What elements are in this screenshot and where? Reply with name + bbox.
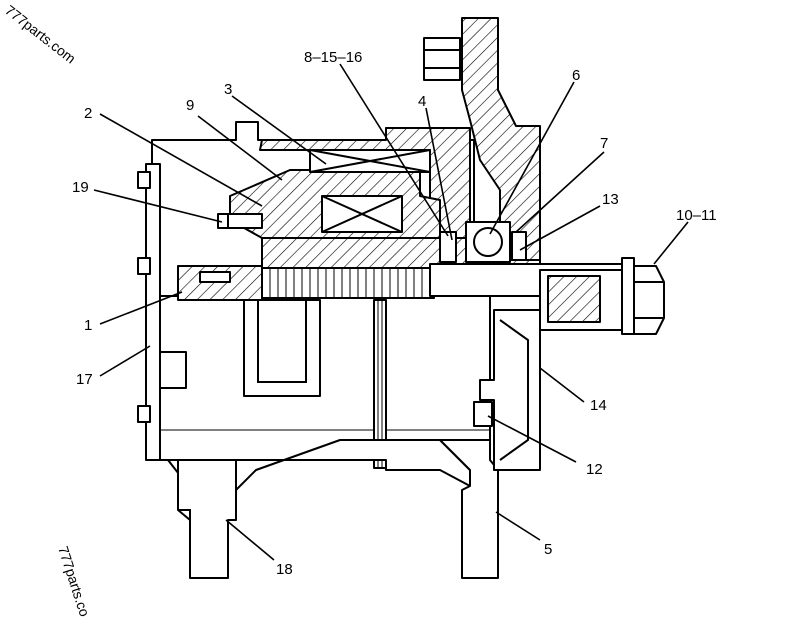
right-mounting-foot (439, 439, 499, 579)
watermark-top: 777parts.com (2, 2, 79, 67)
callout-3: 3 (224, 81, 232, 98)
callout-9: 9 (186, 97, 194, 114)
callout-5: 5 (544, 541, 552, 558)
callout-10-11: 10–11 (676, 207, 717, 224)
watermark-bottom: 777parts.co (55, 544, 93, 619)
callout-18: 18 (276, 561, 293, 578)
frame-bolts (137, 171, 151, 423)
callout-2: 2 (84, 105, 92, 122)
callout-19: 19 (72, 179, 89, 196)
callout-7: 7 (600, 135, 608, 152)
callout-4: 4 (418, 93, 426, 110)
shaft-and-nut (429, 257, 665, 335)
left-mounting-foot (177, 459, 237, 579)
callout-14: 14 (590, 397, 607, 414)
callout-1: 1 (84, 317, 92, 334)
front-bracket (423, 17, 541, 263)
callout-12: 12 (586, 461, 603, 478)
callout-8-15-16: 8–15–16 (304, 49, 362, 66)
callout-13: 13 (602, 191, 619, 208)
callout-labels: 2 9 3 8–15–16 4 6 7 13 10–11 19 1 17 14 … (72, 49, 717, 578)
callout-17: 17 (76, 371, 93, 388)
callout-6: 6 (572, 67, 580, 84)
leader-lines (93, 63, 689, 561)
fan-pulley (473, 309, 541, 471)
